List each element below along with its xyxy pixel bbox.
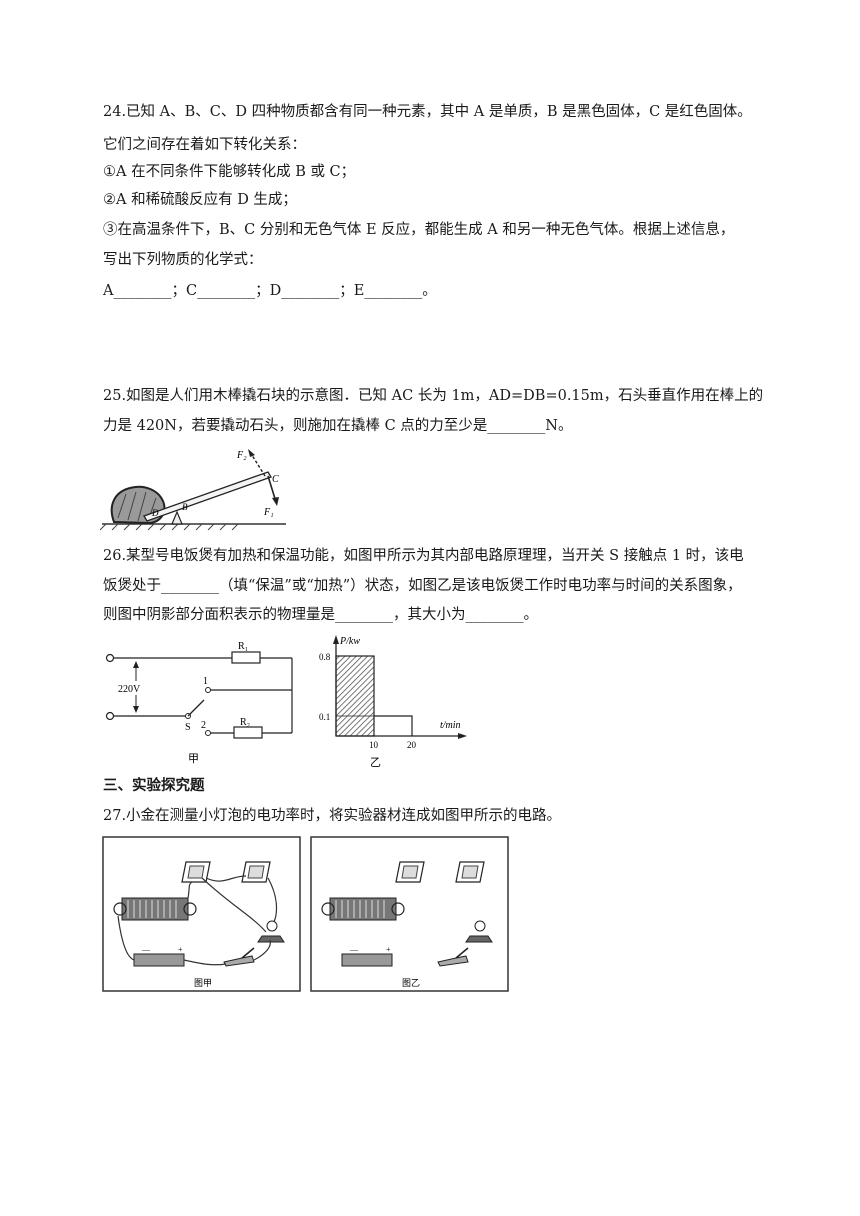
switch-a (223, 955, 255, 967)
rheostat-b (329, 897, 397, 921)
rheostat-a (121, 897, 189, 921)
switch-s (187, 699, 205, 717)
svg-text:+: + (386, 945, 391, 954)
battery-b (341, 953, 393, 967)
svg-text:—: — (141, 945, 151, 954)
label-b: B (182, 502, 188, 512)
graph-caption: 乙 (370, 756, 381, 769)
x-axis-label: t/min (440, 720, 461, 731)
svg-text:—: — (349, 945, 359, 954)
label-c: C (272, 474, 279, 485)
resistor-r1 (231, 651, 261, 664)
contact-2-label: 2 (201, 720, 206, 731)
q24-line-6: 写出下列物质的化学式： (103, 252, 263, 268)
r1-label: R₁ (238, 641, 248, 652)
x-tick-20: 20 (407, 740, 417, 750)
q24-line-5: ③在高温条件下，B、C 分别和无色气体 E 反应，都能生成 A 和另一种无色气体… (103, 222, 735, 238)
q25-line-1: 25.如图是人们用木棒撬石块的示意图．已知 AC 长为 1m，AD=DB=0.1… (103, 388, 764, 404)
switch-label: S (185, 722, 191, 733)
figure-a-caption: 图甲 (194, 978, 212, 988)
apparatus-figure-b: — + 图乙 (310, 836, 509, 992)
q26-line-1: 26.某型号电饭煲有加热和保温功能，如图甲所示为其内部电路原理理，当开关 S 接… (103, 548, 744, 564)
q26-line-3: 则图中阴影部分面积表示的物理量是________，其大小为________。 (103, 607, 538, 623)
apparatus-figure-a: — + 图甲 (102, 836, 301, 992)
q24-line-4: ②A 和稀硫酸反应有 D 生成； (103, 192, 297, 208)
battery-a (133, 953, 185, 967)
voltage-label: 220V (118, 684, 141, 695)
switch-b (437, 955, 469, 967)
power-time-graph: 0.8 0.1 10 20 P/kw t/min 乙 (319, 635, 467, 769)
label-d: D (151, 508, 159, 518)
q26-line-2: 饭煲处于________（填“保温”或“加热”）状态，如图乙是该电饭煲工作时电功… (103, 578, 742, 594)
svg-text:+: + (178, 945, 183, 954)
fulcrum-shape (171, 510, 183, 525)
lever-bar (143, 471, 272, 522)
resistor-r2 (233, 726, 263, 739)
circuit-diagram: 220V R₁ R₂ 1 2 S 甲 (105, 641, 293, 765)
r2-label: R₂ (240, 717, 250, 728)
q25-line-2: 力是 420N，若要撬动石头，则施加在撬棒 C 点的力至少是________N。 (103, 418, 573, 434)
y-tick-high: 0.8 (319, 652, 331, 662)
q24-answer-line: A________；C________；D________；E________。 (103, 283, 437, 299)
bulb-b (474, 920, 486, 932)
figure-b-caption: 图乙 (402, 978, 420, 988)
y-tick-low: 0.1 (319, 712, 330, 722)
bulb-a (266, 920, 278, 932)
contact-1-label: 1 (203, 676, 208, 687)
section-title: 三、实验探究题 (103, 778, 205, 794)
q24-line-1: 24.已知 A、B、C、D 四种物质都含有同一种元素，其中 A 是单质，B 是黑… (103, 104, 752, 120)
lever-diagram: F₂ F₁ C D B (100, 449, 286, 531)
label-f1: F₁ (263, 507, 274, 518)
q27-line-1: 27.小金在测量小灯泡的电功率时，将实验器材连成如图甲所示的电路。 (103, 808, 562, 824)
shaded-area (335, 655, 375, 737)
q24-line-3: ①A 在不同条件下能够转化成 B 或 C； (103, 164, 356, 180)
x-tick-10: 10 (369, 740, 379, 750)
q24-line-2: 它们之间存在着如下转化关系： (103, 137, 306, 153)
label-f2: F₂ (236, 450, 247, 461)
low-power-segment (374, 715, 413, 736)
circuit-caption: 甲 (188, 753, 199, 765)
y-axis-label: P/kw (339, 636, 360, 647)
